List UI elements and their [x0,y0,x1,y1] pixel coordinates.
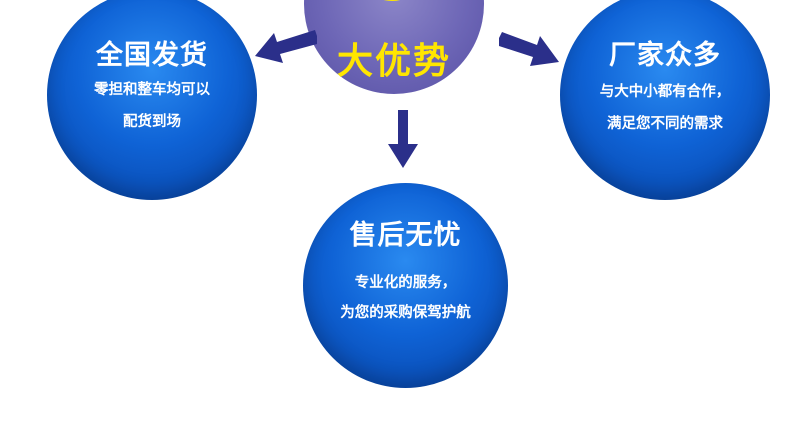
advantage-title: 全国发货 [96,40,208,71]
advantage-after-sales: 售后无忧 专业化的服务， 为您的采购保驾护航 [303,183,508,388]
advantage-desc-line1: 专业化的服务， [354,275,457,291]
arrow-down-icon [388,110,418,168]
advantage-many-manufacturers: 厂家众多 与大中小都有合作， 满足您不同的需求 [560,0,770,200]
arrow-right-icon [499,32,559,66]
center-badge: 5 大优势 [304,0,484,94]
center-label: 大优势 [336,41,451,82]
advantage-desc-line1: 与大中小都有合作， [599,84,731,100]
advantage-desc-line2: 满足您不同的需求 [607,116,723,132]
advantage-desc-line2: 为您的采购保驾护航 [340,305,471,321]
advantage-title: 厂家众多 [609,40,721,71]
center-number: 5 [304,0,484,10]
advantage-nationwide-shipping: 全国发货 零担和整车均可以 配货到场 [47,0,257,200]
advantage-desc-line2: 配货到场 [123,114,181,130]
advantage-title: 售后无忧 [349,220,462,251]
advantage-desc-line1: 零担和整车均可以 [94,82,210,98]
arrow-left-icon [255,30,317,63]
